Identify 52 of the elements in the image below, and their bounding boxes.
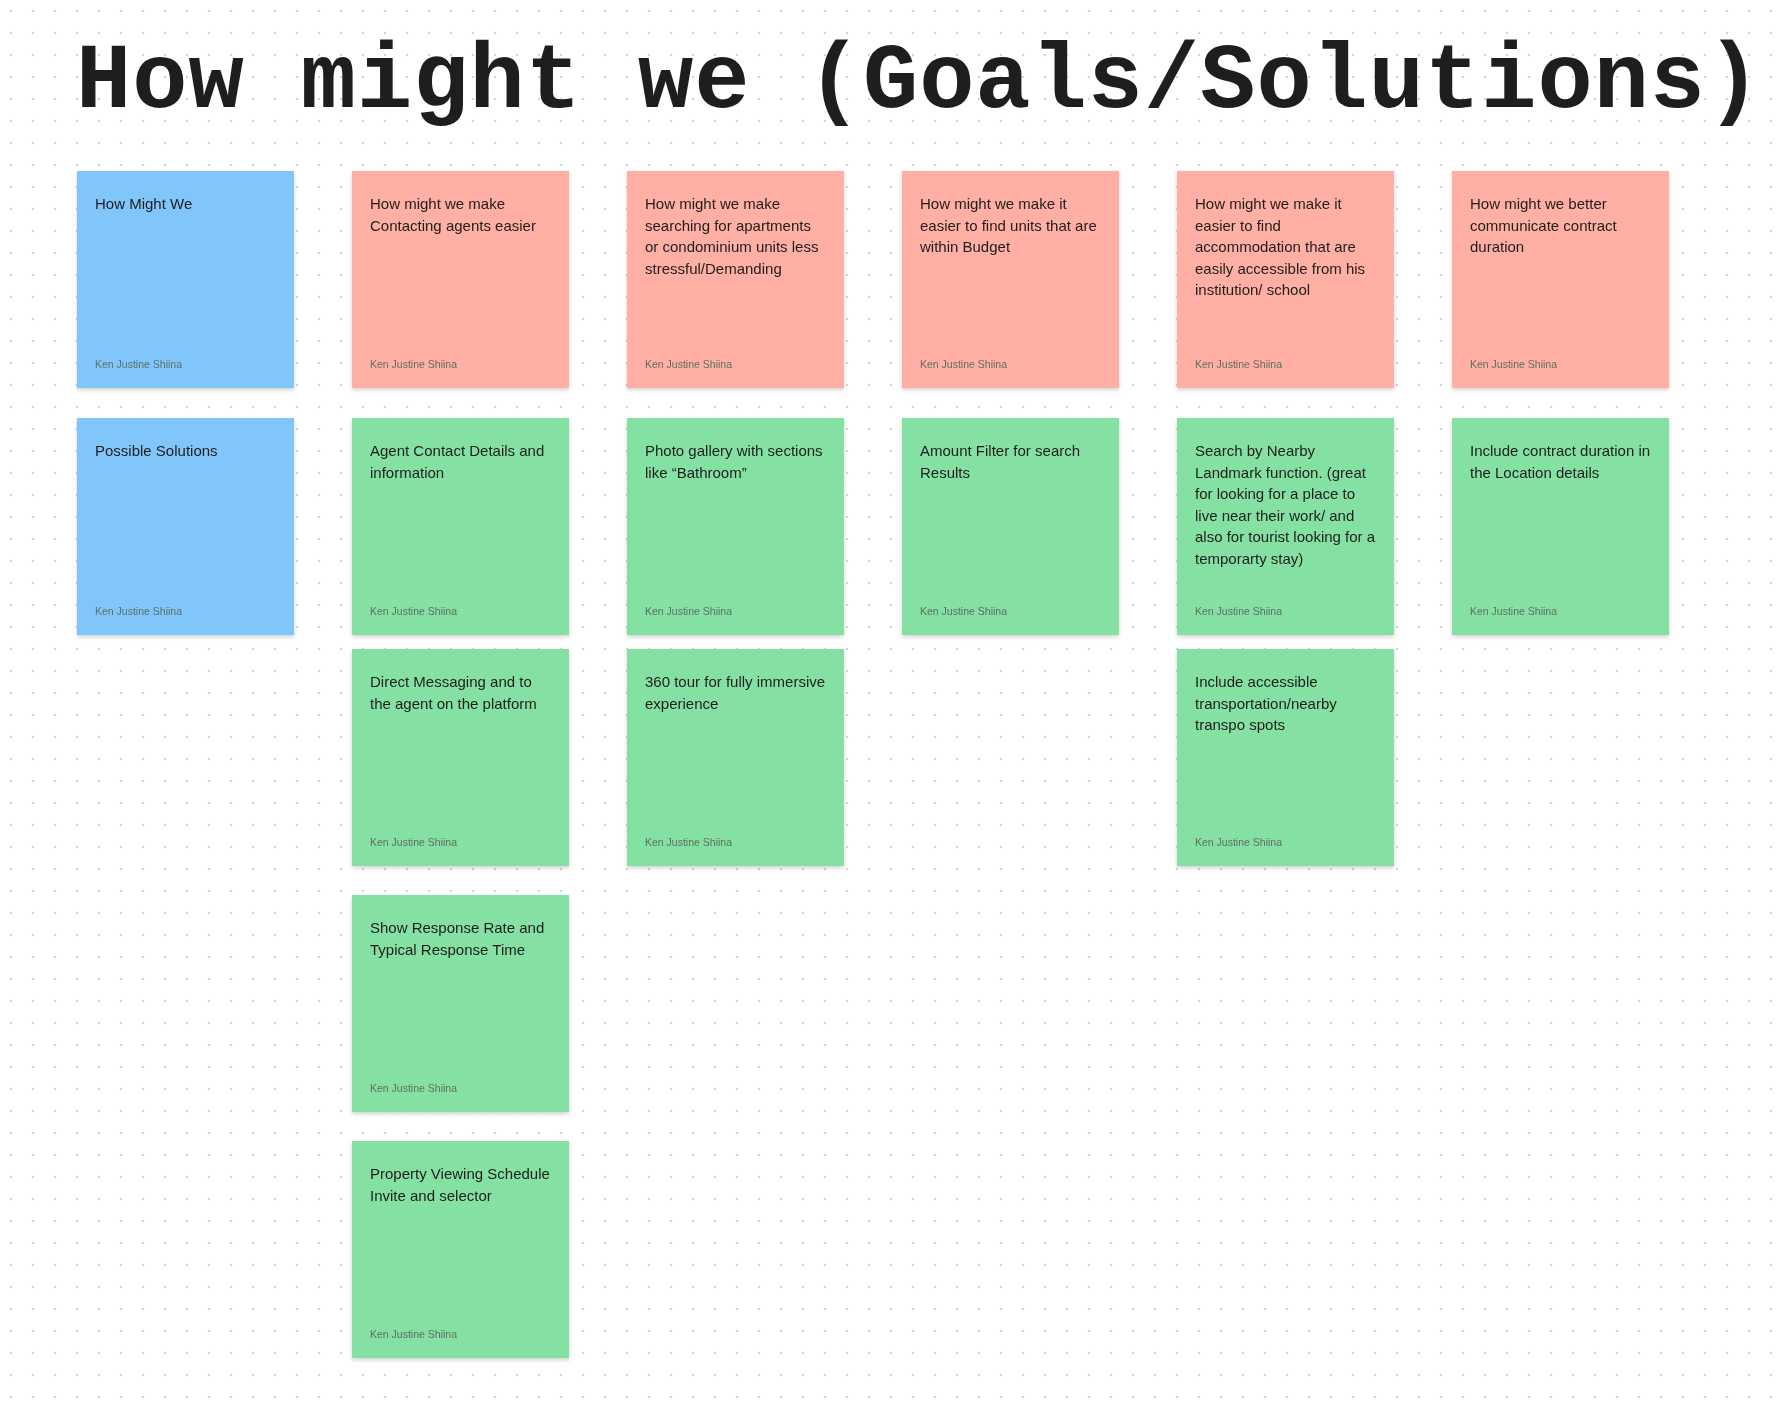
note-text: Direct Messaging and to the agent on the platform <box>370 672 538 714</box>
author-name: Ken Justine Shiina <box>1195 836 1282 848</box>
author-name: Ken Justine Shiina <box>370 358 457 370</box>
author-name: Ken Justine Shiina <box>920 605 1007 617</box>
note-text: How might we make Contacting agents easier <box>370 194 537 236</box>
note-text: Include contract duration in the Location details <box>1470 441 1651 483</box>
note-text: Amount Filter for search Results <box>920 441 1082 483</box>
note-text: Possible Solutions <box>95 441 219 461</box>
sticky-note <box>352 895 569 1112</box>
sticky-note <box>1177 649 1394 866</box>
note-text: Search by Nearby Landmark function. (great for looking for a place to live near their work/ and also for tourist looking for a temporarty stay) <box>1195 441 1376 569</box>
author-name: Ken Justine Shiina <box>1470 358 1557 370</box>
note-text: Photo gallery with sections like “Bathroom” <box>645 441 824 483</box>
author-name: Ken Justine Shiina <box>95 605 182 617</box>
author-name: Ken Justine Shiina <box>370 1328 457 1340</box>
author-name: Ken Justine Shiina <box>1195 358 1282 370</box>
note-text: Agent Contact Details and information <box>370 441 546 483</box>
author-name: Ken Justine Shiina <box>645 358 732 370</box>
sticky-note <box>1177 418 1394 635</box>
sticky-note <box>627 649 844 866</box>
note-text: Show Response Rate and Typical Response Time <box>370 918 546 960</box>
sticky-note <box>902 418 1119 635</box>
sticky-note <box>77 171 294 388</box>
author-name: Ken Justine Shiina <box>920 358 1007 370</box>
sticky-note <box>1452 171 1669 388</box>
note-text: How might we make searching for apartments or condominium units less stressful/Demanding <box>645 194 820 279</box>
page-title: How might we (Goals/Solutions) <box>76 30 1763 135</box>
note-text: Include accessible transportation/nearby transpo spots <box>1195 672 1338 736</box>
sticky-note <box>352 171 569 388</box>
sticky-note <box>352 649 569 866</box>
note-text: How might we make it easier to find accommodation that are easily accessible from his institution/ school <box>1195 194 1367 301</box>
sticky-note <box>77 418 294 635</box>
sticky-note <box>902 171 1119 388</box>
note-text: 360 tour for fully immersive experience <box>645 672 826 714</box>
note-text: How might we make it easier to find units that are within Budget <box>920 194 1098 258</box>
author-name: Ken Justine Shiina <box>1470 605 1557 617</box>
author-name: Ken Justine Shiina <box>645 836 732 848</box>
author-name: Ken Justine Shiina <box>95 358 182 370</box>
author-name: Ken Justine Shiina <box>370 836 457 848</box>
note-text: How Might We <box>95 194 194 214</box>
sticky-note <box>1177 171 1394 388</box>
author-name: Ken Justine Shiina <box>370 605 457 617</box>
author-name: Ken Justine Shiina <box>1195 605 1282 617</box>
sticky-note <box>627 418 844 635</box>
note-text: Property Viewing Schedule Invite and selector <box>370 1164 551 1206</box>
author-name: Ken Justine Shiina <box>370 1082 457 1094</box>
sticky-note <box>627 171 844 388</box>
note-text: How might we better communicate contract duration <box>1470 194 1618 258</box>
sticky-note <box>1452 418 1669 635</box>
sticky-note <box>352 418 569 635</box>
sticky-note <box>352 1141 569 1358</box>
author-name: Ken Justine Shiina <box>645 605 732 617</box>
